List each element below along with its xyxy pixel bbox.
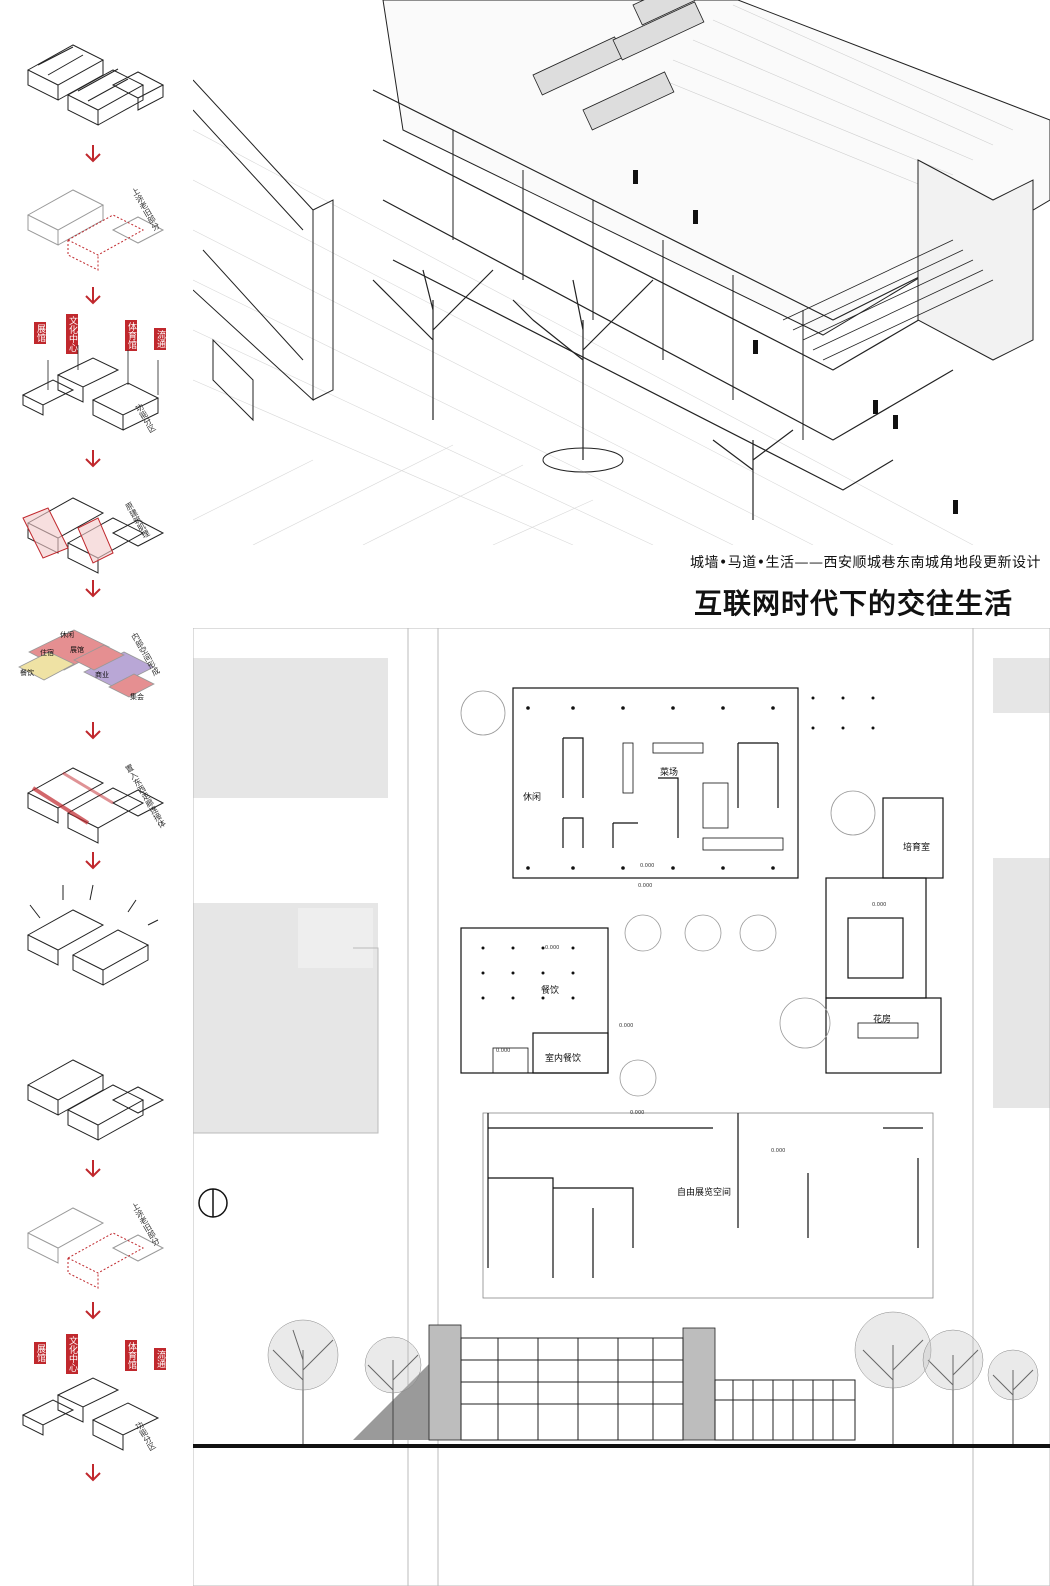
plan-label-market: 菜场 [660,768,679,778]
tag-culture-center: 文化中心 [66,314,78,354]
down-arrow-icon [85,580,101,598]
down-arrow-icon [85,852,101,870]
process-step-7-diagram [26,884,159,986]
elev-h: 0.000 [630,1110,645,1116]
step-5-tag-lodging: 住宿 [40,649,54,657]
axonometric-perspective [193,0,1050,545]
process-step-9-diagram [26,1207,165,1289]
plan-label-exhibition: 自由展览空间 [677,1188,732,1198]
step-5-tag-dining: 餐饮 [20,669,34,677]
down-arrow-icon [85,145,101,163]
subtitle: 城墙•马道•生活——西安顺城巷东南城角地段更新设计 [690,555,1042,571]
step-5-tag-gathering: 集会 [130,693,144,701]
tag-gym: 体育馆 [125,320,137,351]
elev-g: 0.000 [496,1048,511,1054]
process-step-4-diagram [22,497,165,574]
step-5-tag-exhibition: 展馆 [70,646,84,654]
process-step-2-diagram [26,189,165,271]
process-step-10-diagram [21,1377,160,1451]
step-5-tag-leisure: 休闲 [60,631,74,639]
plan-label-indoor-dining: 室内餐饮 [545,1054,582,1064]
plan-label-leisure: 休闲 [523,793,542,803]
down-arrow-icon [85,1160,101,1178]
tree-icon [272,1329,1034,1444]
tag-circulation: 流通 [154,328,166,350]
north-arrow-icon [198,1188,228,1218]
down-arrow-icon [85,722,101,740]
tag-circulation-2: 流通 [154,1348,166,1370]
step-5-tag-commerce: 商业 [95,671,109,679]
plan-label-incubator: 培育室 [903,843,931,853]
plan-label-greenhouse: 花房 [873,1015,892,1025]
elev-f: 0.000 [771,1148,786,1154]
tag-exhibition-2: 展馆 [34,1342,46,1364]
down-arrow-icon [85,1464,101,1482]
elev-a: 0.000 [640,863,655,869]
elev-e: 0.000 [872,902,887,908]
section-elevation [193,1311,1050,1448]
tag-exhibition: 展馆 [34,322,46,344]
tree-icon [372,269,794,520]
down-arrow-icon [85,1302,101,1320]
process-step-3-diagram [21,345,160,431]
page-title: 互联网时代下的交往生活 [694,587,1014,620]
tag-gym-2: 体育馆 [125,1340,137,1371]
elev-c: 0.000 [545,945,560,951]
process-step-8-diagram [26,1059,165,1141]
process-column: 上涂老旧部分 展馆 文化中心 体育馆 流通 功能分区 原建筑肌理 [0,0,185,1487]
tag-culture-center-2: 文化中心 [66,1334,78,1374]
process-step-6-diagram [26,767,165,844]
tree-icon [460,690,876,1097]
elev-b: 0.000 [638,883,653,889]
down-arrow-icon [85,287,101,305]
down-arrow-icon [85,450,101,468]
elev-d: 0.000 [619,1023,634,1029]
process-step-1-diagram [26,44,165,126]
plan-label-dining: 餐饮 [541,986,560,996]
process-step-5-diagram [18,629,155,698]
